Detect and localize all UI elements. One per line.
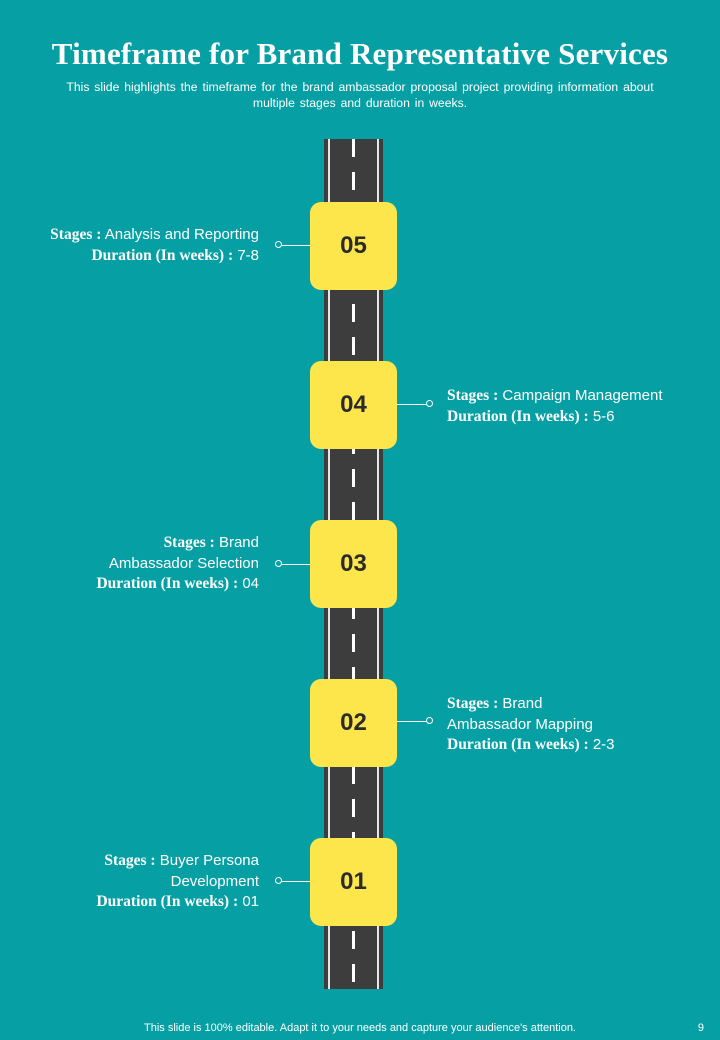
duration-label: Duration (In weeks) : — [447, 407, 589, 425]
connector-line — [282, 881, 310, 882]
duration-label: Duration (In weeks) : — [447, 736, 589, 753]
connector-line — [282, 564, 310, 565]
duration-value: 04 — [242, 575, 259, 592]
stage-number: 01 — [340, 868, 367, 895]
duration-label: Duration (In weeks) : — [96, 575, 239, 592]
stage-number: 02 — [340, 709, 367, 736]
page-number: 9 — [697, 1022, 704, 1034]
stage-box-05: 05 — [310, 202, 397, 290]
stage-description-01: Stages : Buyer Persona Development Durat… — [84, 851, 259, 913]
connector-line — [397, 404, 427, 405]
stage-box-02: 02 — [310, 679, 397, 767]
duration-value: 2-3 — [592, 736, 615, 753]
connector-dot — [426, 400, 433, 407]
stage-box-01: 01 — [310, 838, 397, 926]
duration-value: 01 — [242, 893, 259, 910]
connector-dot — [426, 717, 433, 724]
stage-description-04: Stages : Campaign Management Duration (I… — [447, 386, 663, 427]
stage-text: Campaign Management — [502, 387, 663, 404]
connector-dot — [275, 560, 282, 567]
duration-label: Duration (In weeks) : — [91, 246, 234, 264]
stage-text: Brand Ambassador Mapping — [447, 695, 593, 733]
connector-dot — [275, 877, 282, 884]
duration-value: 5-6 — [592, 407, 615, 425]
stages-label: Stages : — [447, 695, 499, 712]
stage-description-05: Stages : Analysis and Reporting Duration… — [50, 225, 259, 266]
stage-text: Buyer Persona Development — [159, 852, 259, 890]
stage-text: Brand Ambassador Selection — [108, 534, 259, 572]
stage-text: Analysis and Reporting — [104, 226, 259, 243]
connector-line — [282, 245, 310, 246]
duration-value: 7-8 — [237, 246, 259, 264]
footer-note: This slide is 100% editable. Adapt it to… — [144, 1022, 576, 1034]
stage-box-04: 04 — [310, 361, 397, 449]
stages-label: Stages : — [447, 387, 499, 404]
stages-label: Stages : — [104, 852, 156, 869]
connector-dot — [275, 241, 282, 248]
stages-label: Stages : — [163, 534, 215, 551]
stage-box-03: 03 — [310, 520, 397, 608]
stages-label: Stages : — [50, 226, 102, 243]
slide-title: Timeframe for Brand Representative Servi… — [51, 36, 669, 71]
slide-subtitle: This slide highlights the timeframe for … — [66, 80, 654, 110]
stage-number: 05 — [340, 232, 367, 259]
connector-line — [397, 721, 427, 722]
stage-description-03: Stages : Brand Ambassador Selection Dura… — [89, 533, 259, 595]
stage-description-02: Stages : Brand Ambassador Mapping Durati… — [447, 694, 617, 756]
stage-number: 03 — [340, 550, 367, 577]
stage-number: 04 — [340, 391, 367, 418]
duration-label: Duration (In weeks) : — [96, 893, 239, 910]
